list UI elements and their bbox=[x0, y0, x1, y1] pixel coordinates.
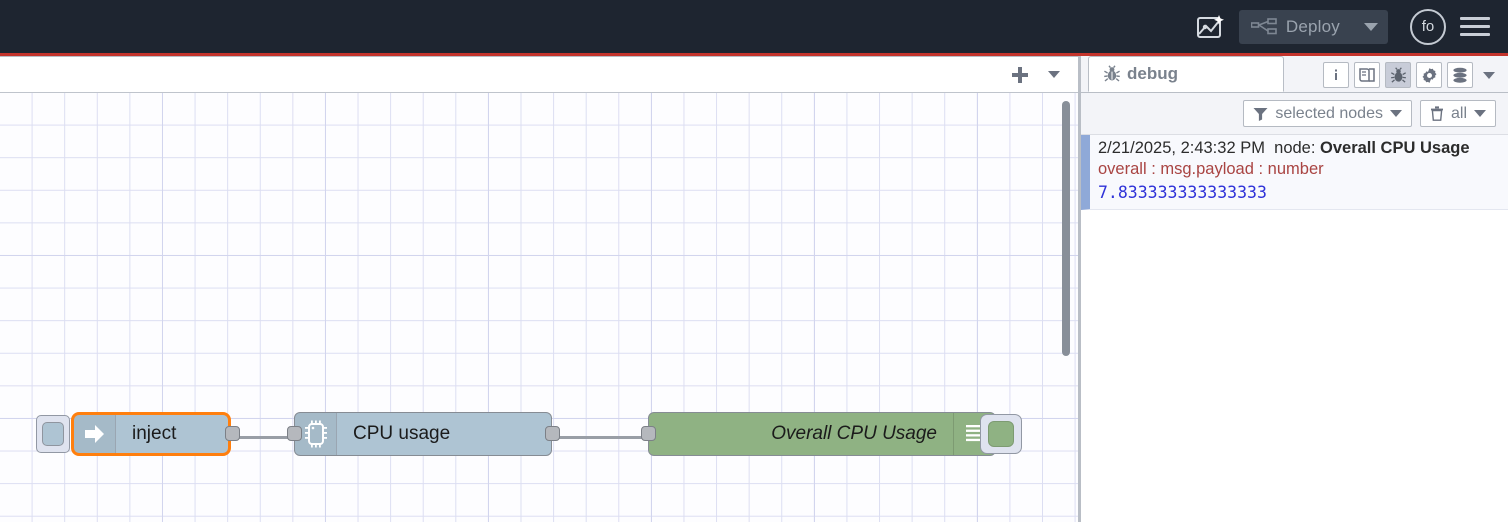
help-book-icon[interactable] bbox=[1354, 62, 1380, 88]
app-header: Deploy fo bbox=[0, 0, 1508, 53]
filter-nodes-label: selected nodes bbox=[1275, 104, 1383, 122]
debug-message[interactable]: 2/21/2025, 2:43:32 PM node: Overall CPU … bbox=[1081, 135, 1508, 210]
debug-enable-button[interactable] bbox=[980, 414, 1022, 454]
clear-messages-label: all bbox=[1450, 104, 1467, 122]
clear-messages-dropdown[interactable]: all bbox=[1419, 100, 1496, 127]
filter-icon bbox=[1253, 107, 1268, 121]
header-accent-line bbox=[0, 53, 1508, 56]
debug-bug-icon[interactable] bbox=[1385, 62, 1411, 88]
inject-trigger-button[interactable] bbox=[36, 415, 70, 453]
node-inject-body[interactable]: inject bbox=[71, 412, 231, 456]
header-actions: Deploy fo bbox=[1189, 6, 1508, 48]
plus-icon bbox=[1012, 66, 1028, 83]
tab-debug-label: debug bbox=[1127, 64, 1178, 83]
flow-canvas[interactable]: inject bbox=[0, 93, 1081, 522]
info-icon[interactable] bbox=[1323, 62, 1349, 88]
deploy-button[interactable]: Deploy bbox=[1238, 9, 1388, 44]
avatar-initials: fo bbox=[1421, 18, 1435, 35]
debug-message-node-name[interactable]: Overall CPU Usage bbox=[1320, 139, 1470, 157]
deploy-button-main[interactable]: Deploy bbox=[1239, 10, 1354, 44]
node-cpu-usage[interactable]: CPU usage bbox=[287, 412, 560, 456]
node-inject-output-port[interactable] bbox=[225, 426, 240, 441]
debug-lines-icon bbox=[953, 413, 995, 455]
flow-tabbar bbox=[0, 56, 1081, 93]
node-overall-cpu-usage-label: Overall CPU Usage bbox=[771, 423, 937, 444]
canvas-vertical-scrollbar[interactable] bbox=[1062, 101, 1070, 356]
cpu-chip-icon bbox=[295, 413, 337, 455]
trash-icon bbox=[1430, 106, 1443, 121]
tab-debug[interactable]: debug bbox=[1088, 56, 1284, 92]
bug-icon bbox=[1104, 65, 1120, 82]
hamburger-menu-icon[interactable] bbox=[1460, 17, 1490, 36]
chevron-down-icon bbox=[1364, 22, 1378, 31]
node-overall-cpu-usage-body[interactable]: Overall CPU Usage bbox=[648, 412, 996, 456]
workspace-sidebar-divider[interactable] bbox=[1078, 56, 1081, 522]
deploy-label: Deploy bbox=[1285, 16, 1340, 36]
debug-message-list[interactable]: 2/21/2025, 2:43:32 PM node: Overall CPU … bbox=[1081, 135, 1508, 522]
node-cpu-output-port[interactable] bbox=[545, 426, 560, 441]
node-cpu-usage-label: CPU usage bbox=[353, 423, 451, 444]
debug-enable-glyph bbox=[988, 421, 1014, 447]
debug-message-timestamp: 2/21/2025, 2:43:32 PM bbox=[1098, 139, 1265, 157]
inject-trigger-glyph bbox=[42, 422, 64, 446]
avatar[interactable]: fo bbox=[1410, 8, 1446, 45]
sidebar-tool-buttons bbox=[1323, 62, 1508, 92]
sidebar: debug bbox=[1081, 56, 1508, 522]
node-debug-input-port[interactable] bbox=[641, 426, 656, 441]
debug-message-topic: overall : msg.payload : number bbox=[1098, 160, 1324, 178]
deploy-caret-button[interactable] bbox=[1354, 10, 1388, 44]
debug-message-value: 7.833333333333333 bbox=[1098, 183, 1267, 202]
context-data-icon[interactable] bbox=[1447, 62, 1473, 88]
node-cpu-usage-body[interactable]: CPU usage bbox=[294, 412, 552, 456]
sidebar-tabbar: debug bbox=[1081, 56, 1508, 93]
sidebar-more-button[interactable] bbox=[1478, 62, 1500, 88]
chevron-down-icon bbox=[1474, 110, 1486, 117]
debug-filter-row: selected nodes all bbox=[1081, 93, 1508, 135]
tabbar-actions bbox=[1003, 60, 1081, 90]
deploy-flow-icon bbox=[1250, 17, 1277, 34]
wire-cpu-to-debug bbox=[556, 436, 648, 439]
chevron-down-icon bbox=[1389, 110, 1402, 117]
ai-flow-icon[interactable] bbox=[1189, 6, 1231, 48]
node-cpu-input-port[interactable] bbox=[287, 426, 302, 441]
node-inject-label: inject bbox=[132, 423, 177, 444]
chevron-down-icon bbox=[1483, 71, 1495, 79]
node-overall-cpu-usage[interactable]: Overall CPU Usage bbox=[641, 412, 1022, 456]
chevron-down-icon bbox=[1048, 71, 1060, 78]
debug-message-node-prefix: node: bbox=[1274, 139, 1321, 157]
filter-nodes-dropdown[interactable]: selected nodes bbox=[1243, 100, 1412, 127]
node-inject[interactable]: inject bbox=[36, 412, 240, 456]
flow-list-button[interactable] bbox=[1041, 60, 1067, 90]
wire-inject-to-cpu bbox=[238, 436, 298, 439]
add-flow-button[interactable] bbox=[1003, 60, 1037, 90]
debug-message-header: 2/21/2025, 2:43:32 PM node: Overall CPU … bbox=[1098, 139, 1502, 158]
flow-workspace: inject bbox=[0, 56, 1081, 522]
config-gear-icon[interactable] bbox=[1416, 62, 1442, 88]
inject-arrow-icon bbox=[74, 415, 116, 453]
